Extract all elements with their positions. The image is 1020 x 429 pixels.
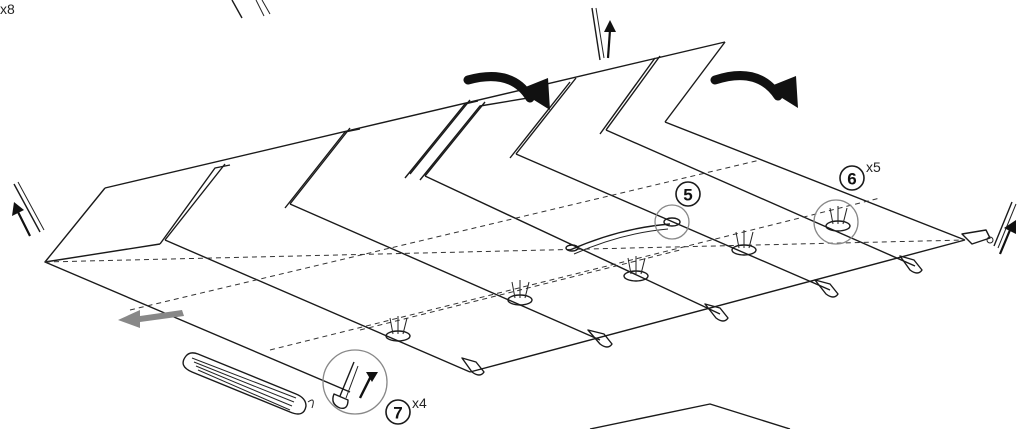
hub — [507, 280, 533, 306]
pull-direction-arrow-icon — [118, 310, 184, 328]
hub-fixtures — [385, 206, 851, 342]
next-step-panel-edge — [589, 403, 791, 429]
callout-6-label: 6 — [847, 170, 856, 189]
stake-loop-tabs — [461, 255, 923, 376]
corner-multiplier-text: x8 — [0, 1, 15, 17]
curved-arrow-icon — [710, 71, 798, 108]
hub — [731, 230, 757, 256]
callout-5-label: 5 — [683, 186, 692, 205]
zoom-ring-6 — [813, 199, 859, 245]
curved-arrow-icon — [463, 72, 550, 110]
callout-6-multiplier: x5 — [866, 159, 881, 175]
callout-5: 5 — [675, 181, 701, 207]
carry-bag-icon — [182, 352, 314, 415]
tent-stake-icon — [591, 7, 616, 61]
hub — [385, 316, 411, 342]
hub — [623, 256, 649, 282]
zoom-ring-5 — [654, 204, 690, 240]
callout-6: 6 x5 — [839, 159, 881, 191]
callout-7-multiplier: x4 — [412, 395, 427, 411]
callout-7-label: 7 — [393, 404, 402, 423]
tent-stake-icon — [12, 181, 45, 237]
hub — [565, 244, 579, 252]
tent-body — [44, 41, 966, 393]
zoom-ring-7 — [322, 349, 388, 415]
callout-7: 7 x4 — [385, 395, 427, 425]
tent-stake-icon — [993, 201, 1017, 255]
hub — [663, 217, 681, 227]
hub — [825, 206, 851, 232]
tent-stake-icon — [332, 361, 378, 410]
guy-line-tensioner-icon — [961, 229, 994, 245]
tent-stake-icon — [231, 0, 271, 19]
